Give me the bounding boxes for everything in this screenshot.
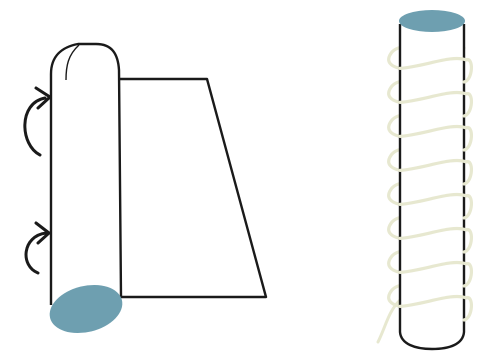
thread-loop-front — [398, 226, 473, 254]
rotation-arrow-icon — [23, 86, 52, 157]
right-panel — [376, 10, 473, 351]
rod-body — [398, 24, 466, 351]
tube-inner-edge — [65, 44, 80, 81]
thread-tail — [376, 298, 402, 344]
thread-loop-front — [398, 294, 473, 322]
rod-end-left — [49, 284, 123, 334]
flat-sheet — [119, 77, 268, 299]
thread-loop-front — [398, 260, 473, 288]
left-panel — [23, 42, 268, 334]
thread-loop-front — [398, 158, 473, 186]
rod-end-right — [399, 10, 465, 32]
thread-loop-front — [398, 90, 473, 118]
rotation-arrow-icon — [24, 221, 51, 275]
thread-front — [398, 56, 473, 322]
thread-loop-front — [398, 56, 473, 84]
thread-loop-front — [398, 192, 473, 220]
rolled-tube — [49, 42, 123, 305]
thread-loop-front — [398, 124, 473, 152]
